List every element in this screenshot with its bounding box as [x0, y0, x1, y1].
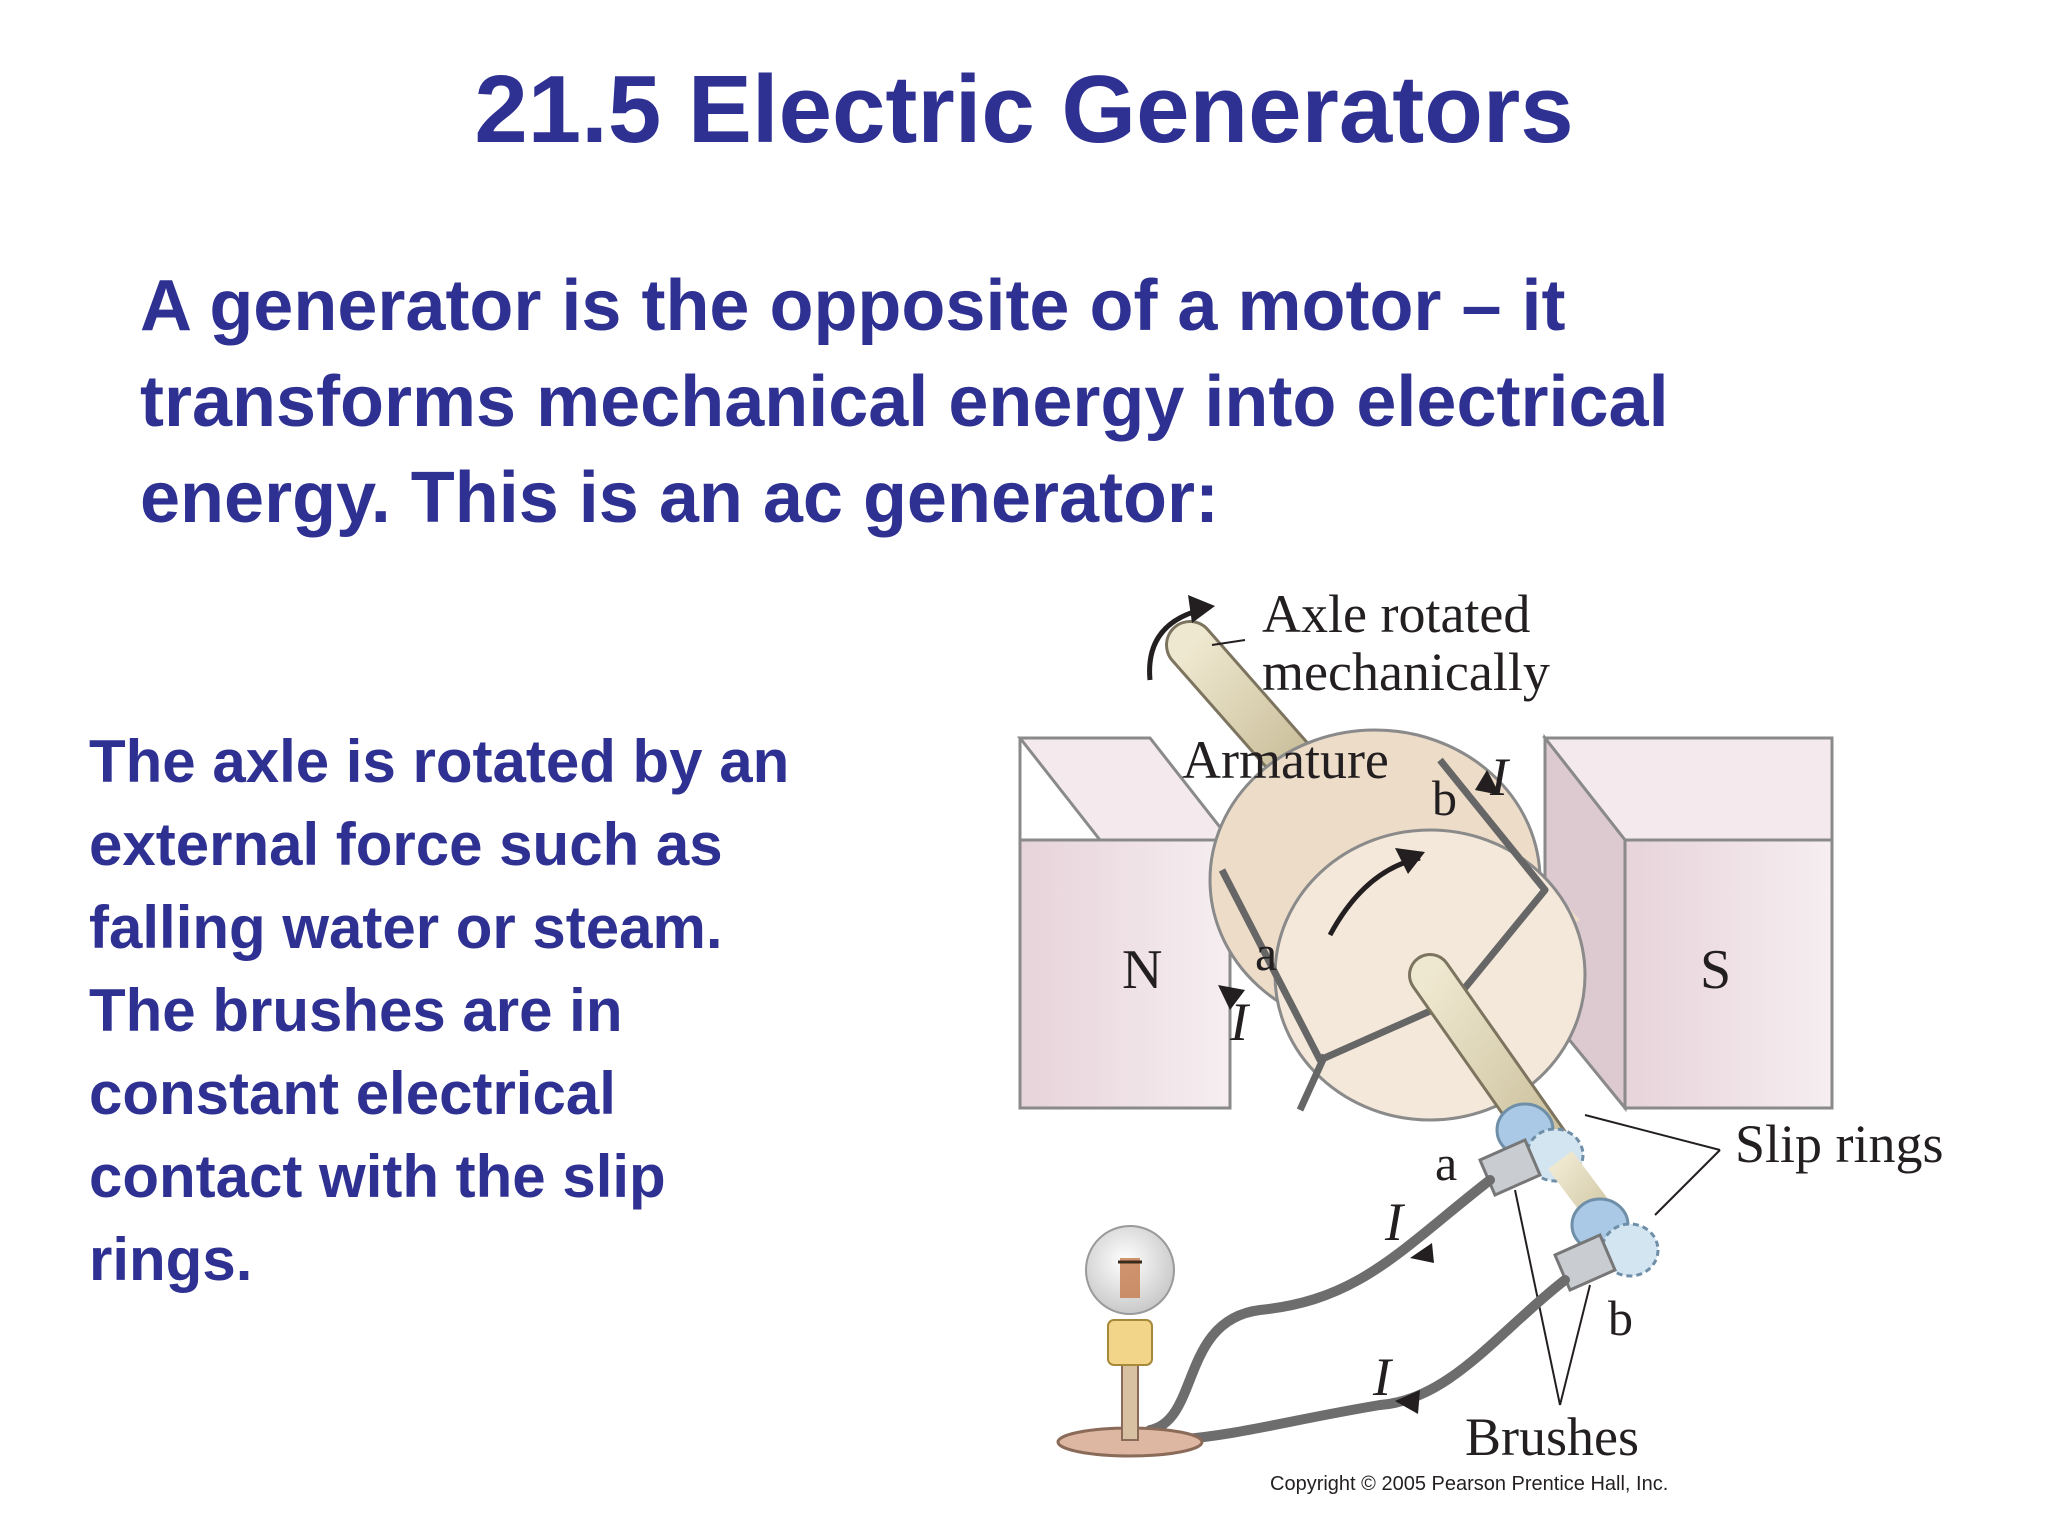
north-pole-label: N — [1122, 939, 1162, 1001]
explanation-line: rings. — [89, 1226, 253, 1293]
north-magnet — [1016, 736, 1234, 1110]
current-label: I — [1372, 1347, 1394, 1407]
axle-label-line2: mechanically — [1262, 642, 1550, 702]
current-label: I — [1229, 992, 1251, 1052]
slip-rings-label: Slip rings — [1735, 1114, 1944, 1174]
south-pole-label: S — [1700, 939, 1731, 1001]
explanation-paragraph: The axle is rotated by an external force… — [89, 720, 989, 1301]
intro-line: energy. This is an ac generator: — [140, 458, 1220, 538]
intro-line: transforms mechanical energy into electr… — [140, 362, 1669, 442]
armature-label: Armature — [1182, 730, 1389, 790]
current-arrows — [1218, 770, 1500, 1414]
coil-end-b-label: b — [1432, 770, 1457, 826]
current-label: I — [1384, 1192, 1406, 1252]
south-magnet — [1541, 733, 1834, 1113]
brushes-label: Brushes — [1465, 1407, 1639, 1467]
axle-label-line1: Axle rotated — [1262, 584, 1530, 644]
brush-a-label: a — [1435, 1135, 1457, 1191]
circuit-wires — [1145, 1175, 1570, 1445]
slip-rings — [1495, 1102, 1660, 1278]
copyright-notice: Copyright © 2005 Pearson Prentice Hall, … — [1270, 1473, 1668, 1495]
light-bulb — [1056, 1225, 1204, 1458]
explanation-line: constant electrical — [89, 1060, 616, 1127]
explanation-line: The brushes are in — [89, 977, 623, 1044]
explanation-line: external force such as — [89, 811, 723, 878]
axle-rotation-arrow-icon — [1147, 595, 1215, 681]
explanation-line: contact with the slip — [89, 1143, 666, 1210]
coil-end-a-label: a — [1255, 925, 1277, 981]
current-label: I — [1489, 747, 1511, 807]
intro-line: A generator is the opposite of a motor –… — [140, 266, 1566, 346]
brush-b-label: b — [1608, 1290, 1633, 1346]
intro-paragraph: A generator is the opposite of a motor –… — [140, 258, 1940, 546]
explanation-line: The axle is rotated by an — [89, 728, 790, 795]
explanation-line: falling water or steam. — [89, 894, 723, 961]
rear-axle — [1165, 620, 1325, 795]
slide-title: 21.5 Electric Generators — [474, 56, 1574, 163]
